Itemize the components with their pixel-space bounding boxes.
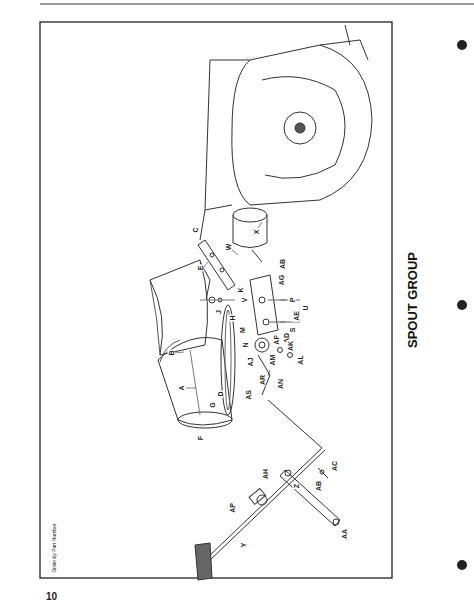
callout-letter: AL — [297, 354, 304, 365]
blower-housing — [200, 25, 372, 240]
spout-collar — [233, 208, 267, 262]
leader-lines — [175, 222, 286, 388]
callout-letter: AG — [278, 274, 285, 287]
callout-letter: AA — [341, 528, 348, 540]
callout-letter: G — [209, 401, 216, 408]
crank-bracket — [250, 275, 300, 395]
callout-letter: F — [197, 435, 204, 441]
callout-letter: S — [289, 327, 296, 334]
callout-letter: AB — [279, 258, 286, 270]
callout-letter: W — [225, 243, 232, 252]
callout-letter: K — [237, 286, 244, 293]
callout-letter: N — [242, 341, 249, 348]
callout-letter: D — [217, 390, 224, 397]
callout-letter: AH — [262, 468, 269, 480]
callout-letter: AR — [259, 374, 266, 386]
callout-letter: C — [192, 226, 199, 233]
callout-letter: AS — [245, 389, 252, 401]
callout-letter: B — [168, 349, 175, 356]
page-number: 10 — [46, 592, 57, 602]
crank-rod — [195, 400, 325, 580]
callout-letter: AC — [331, 460, 338, 472]
callout-letter: AJ — [247, 357, 254, 368]
page-frame — [40, 22, 392, 578]
callout-letter: AM — [269, 354, 276, 367]
callout-letter: A — [178, 384, 185, 391]
spout-ring — [221, 305, 235, 415]
callout-letter: AP — [229, 502, 236, 514]
callout-letter: AE — [293, 310, 300, 322]
support-arm — [280, 468, 340, 526]
callout-letter: AN — [277, 378, 284, 390]
callout-letter: AF — [273, 334, 280, 345]
callout-letter: J — [215, 309, 222, 315]
callout-letter: Z — [293, 483, 300, 489]
binder-hole — [457, 40, 467, 570]
page-title: SPOUT GROUP — [406, 252, 419, 348]
order-note: Order by Part Number — [52, 523, 57, 572]
callout-letter: Y — [240, 542, 247, 549]
callout-letter: E — [197, 265, 204, 272]
callout-letter: AK — [287, 340, 294, 352]
callout-letter: H — [229, 314, 236, 321]
deflector — [150, 260, 210, 355]
callout-letter: AB — [315, 480, 322, 492]
callout-letter: V — [241, 297, 248, 304]
deflector-bracket — [198, 240, 235, 303]
callout-letter: X — [253, 229, 260, 236]
callout-letter: M — [239, 326, 246, 334]
callout-letter: U — [302, 304, 309, 311]
callout-letter: P — [289, 297, 296, 304]
